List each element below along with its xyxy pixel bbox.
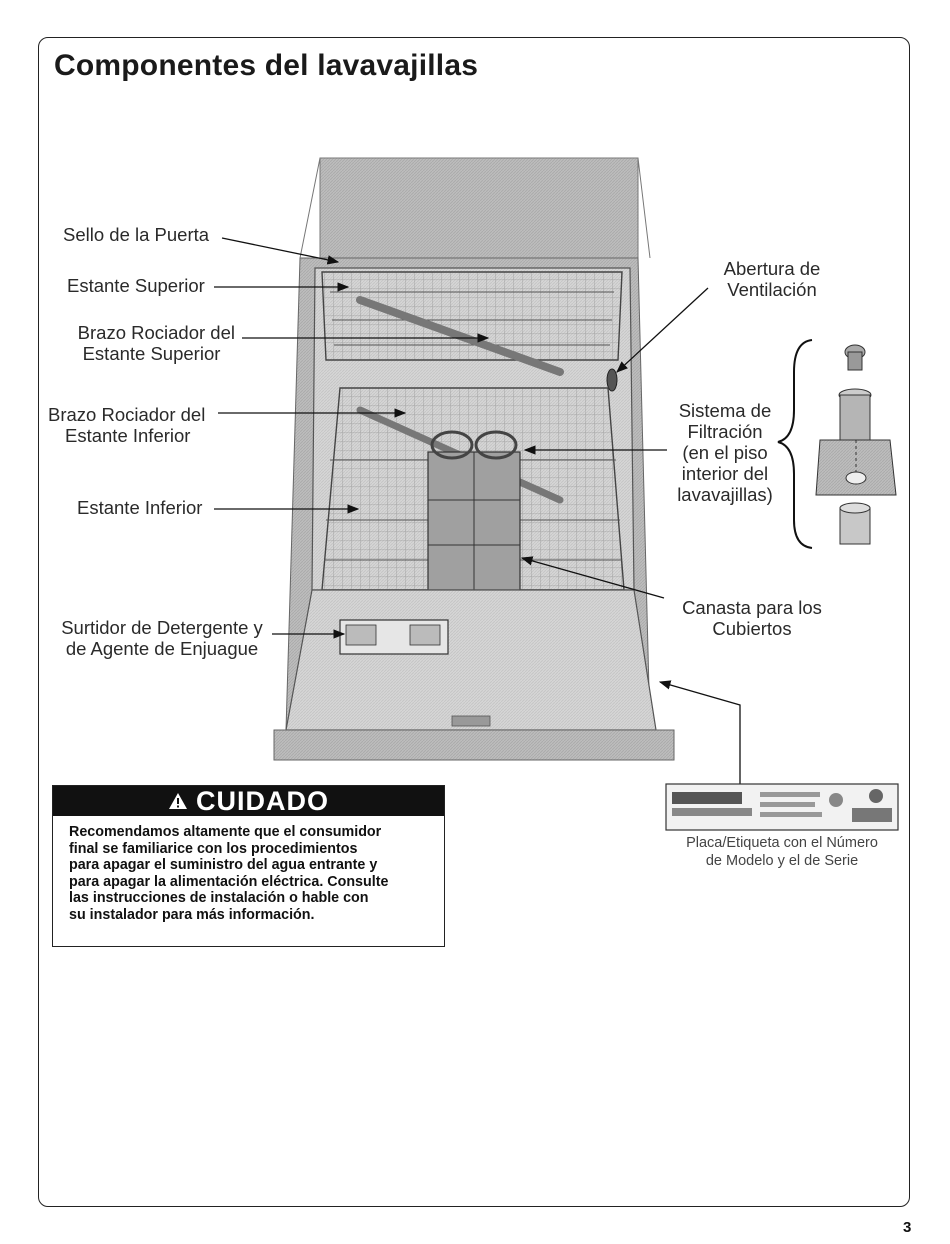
callout-filtration-line: interior del [681,463,769,484]
callout-lower-spray-arm: Brazo Rociador del Estante Inferior [48,404,205,446]
callout-filtration-line: lavavajillas) [677,484,773,505]
upper-rack-art [321,271,623,376]
callout-dispenser-line: Surtidor de Detergente y [61,617,263,638]
page-number: 3 [903,1219,912,1236]
lower-rack-art [321,387,625,591]
open-door-art [273,589,675,761]
callout-cutlery-basket-line: Canasta para los [682,597,822,618]
callout-lower-rack: Estante Inferior [77,497,203,518]
callout-vent-line: Ventilación [727,279,817,300]
caution-line: Recomendamos altamente que el consumidor [69,824,382,840]
callout-vent: Abertura de Ventilación [704,258,840,300]
callout-cutlery-basket-line: Cubiertos [712,618,792,639]
caution-text: Recomendamos altamente que el consumidor… [69,824,444,923]
rating-plate-caption-line: de Modelo y el de Serie [705,853,859,869]
caution-line: su instalador para más información. [69,906,315,923]
warning-triangle-icon [168,786,188,817]
callout-filtration-line: Sistema de [678,400,772,421]
callout-upper-spray-arm: Brazo Rociador del Estante Superior [60,322,235,364]
caution-line: para apagar la alimentación eléctrica. C… [69,873,389,890]
callout-dispenser-line: de Agente de Enjuague [65,638,259,659]
callout-upper-spray-arm-line: Brazo Rociador del [77,322,235,343]
caution-line: final se familiarice con los procedimien… [69,840,358,857]
callout-dispenser: Surtidor de Detergente y de Agente de En… [52,617,272,659]
callout-lower-spray-arm-line: Estante Inferior [65,425,191,446]
callout-upper-spray-arm-line: Estante Superior [82,343,221,364]
caution-box: CUIDADO Recomendamos altamente que el co… [52,785,445,947]
callout-lower-spray-arm-line: Brazo Rociador del [48,404,206,425]
callout-cutlery-basket: Canasta para los Cubiertos [662,597,842,639]
caution-line: para apagar el suministro del agua entra… [69,857,378,873]
callout-upper-rack: Estante Superior [67,275,205,296]
caution-heading: CUIDADO [196,785,329,816]
leader-lines [214,237,741,784]
callout-filtration-line: Filtración [687,421,763,442]
page-title: Componentes del lavavajillas [54,49,479,82]
rating-plate-caption-line: Placa/Etiqueta con el Número [686,835,878,851]
callout-vent-line: Abertura de [723,258,821,279]
page-frame [38,37,910,1207]
caution-header: CUIDADO [53,786,444,816]
callout-filtration-line: (en el piso [682,442,768,463]
rating-plate-art [665,783,899,831]
rating-plate-caption: Placa/Etiqueta con el Número de Modelo y… [666,834,898,870]
filter-parts-art [777,339,897,549]
callout-door-seal: Sello de la Puerta [63,224,210,245]
callout-filtration: Sistema de Filtración (en el piso interi… [664,400,786,505]
caution-line: las instrucciones de instalación o hable… [69,890,369,906]
